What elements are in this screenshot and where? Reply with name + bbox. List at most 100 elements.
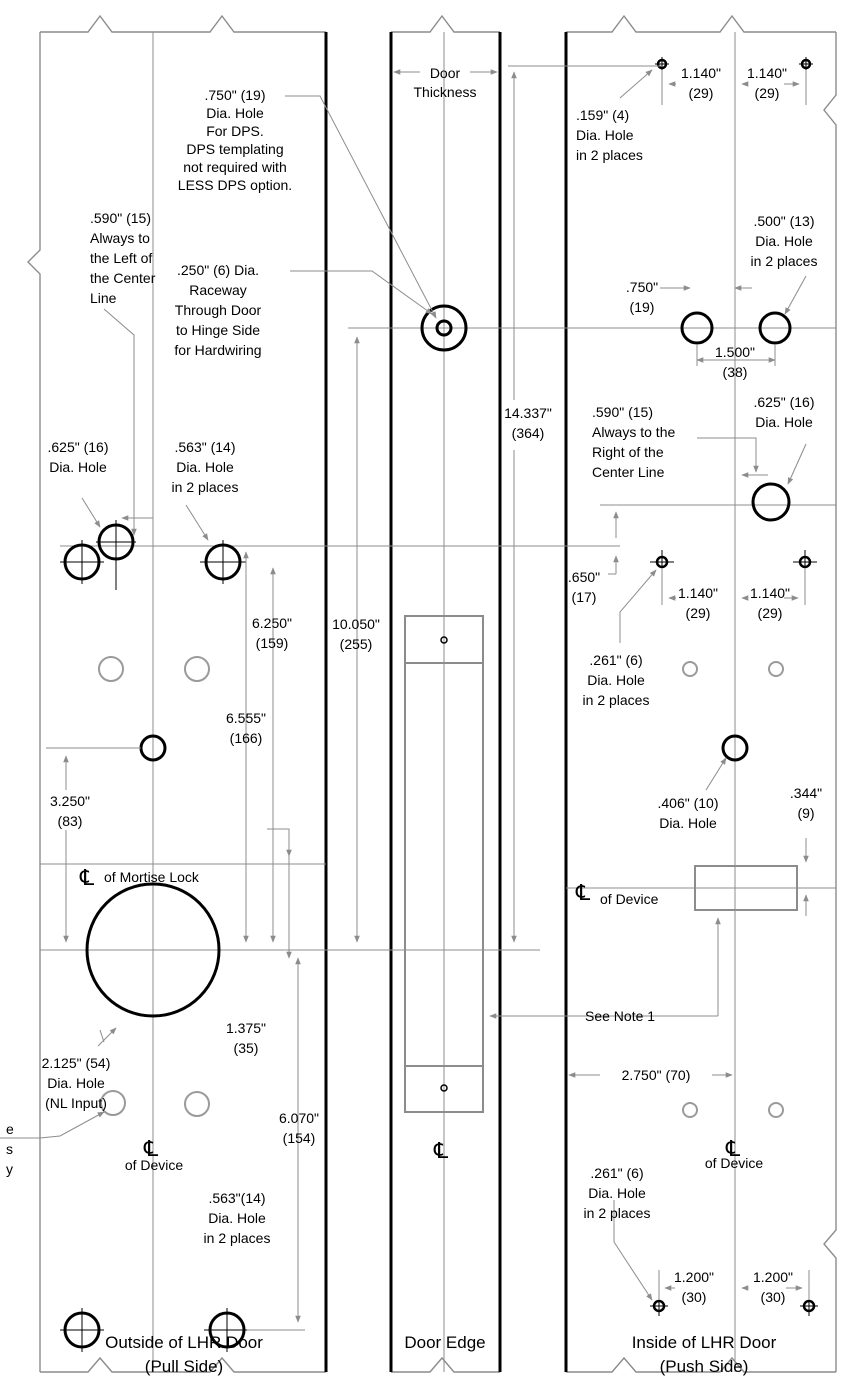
label-line: the Center bbox=[90, 270, 156, 286]
label-line: in 2 places bbox=[172, 479, 239, 495]
dim-1200-b-label: 1.200"(30) bbox=[753, 1269, 793, 1305]
cl-device-bottom-symbol: ℄ bbox=[725, 1136, 741, 1161]
label-line: Raceway bbox=[189, 282, 247, 298]
dim-1500-label: 1.500" (38) bbox=[715, 344, 755, 380]
dim-1140-mid-a-label: 1.140"(29) bbox=[678, 585, 718, 621]
dim-3250-label: 3.250"(83) bbox=[50, 793, 90, 829]
inside-406-hole bbox=[721, 734, 749, 762]
label-line: to Hinge Side bbox=[176, 322, 260, 338]
label-line: in 2 places bbox=[204, 1230, 271, 1246]
edge-title: Door Edge bbox=[404, 1333, 485, 1352]
label-line: (255) bbox=[340, 636, 373, 652]
label-line: Dia. Hole bbox=[588, 1185, 646, 1201]
dim-1140-top-a-label: 1.140"(29) bbox=[681, 65, 721, 101]
panel-captions: Outside of LHR Door (Pull Side) Door Edg… bbox=[105, 1333, 777, 1376]
outside-625-label: .625" (16)Dia. Hole bbox=[47, 439, 108, 475]
dim-1200-a-label: 1.200"(30) bbox=[674, 1269, 714, 1305]
label-line: (NL Input) bbox=[45, 1095, 107, 1111]
label-line: Always to bbox=[90, 230, 150, 246]
label-line: .261" (6) bbox=[590, 1165, 643, 1181]
label-line: e bbox=[6, 1121, 14, 1137]
label-line: Dia. Hole bbox=[206, 105, 264, 121]
inside-500-hole-right bbox=[758, 311, 792, 345]
dim-10050-label: 10.050"(255) bbox=[332, 616, 380, 652]
label-line: .261" (6) bbox=[589, 652, 642, 668]
label-line: in 2 places bbox=[584, 1205, 651, 1221]
dps-hole-outer bbox=[420, 304, 468, 352]
inside-title: Inside of LHR Door bbox=[632, 1333, 777, 1352]
label-line: in 2 places bbox=[751, 253, 818, 269]
label-line: .563" (14) bbox=[174, 439, 235, 455]
label-line: .650" bbox=[568, 569, 600, 585]
label-line: s bbox=[6, 1141, 13, 1157]
dim-750-label: .750"(19) bbox=[626, 279, 658, 315]
label-line: .590" (15) bbox=[90, 210, 151, 226]
label-line: Dia. Hole bbox=[755, 414, 813, 430]
label-line: 6.250" bbox=[252, 615, 292, 631]
label-line: Dia. Hole bbox=[755, 233, 813, 249]
hole-2125-label: 2.125" (54)Dia. Hole(NL Input) bbox=[42, 1055, 111, 1111]
label-line: (159) bbox=[256, 635, 289, 651]
edge-panel-outline bbox=[391, 14, 500, 1373]
label-line: .159" (4) bbox=[576, 107, 629, 123]
label-line: 6.070" bbox=[279, 1110, 319, 1126]
mortise-faceplate bbox=[404, 615, 484, 1113]
label-line: Right of the bbox=[592, 444, 664, 460]
inside-panel-outline bbox=[566, 14, 837, 1373]
dimension-lines bbox=[0, 65, 810, 1391]
label-line: (17) bbox=[572, 589, 597, 605]
label-line: .250" (6) Dia. bbox=[177, 262, 259, 278]
label-line: (364) bbox=[512, 425, 545, 441]
label-line: 1.140" bbox=[747, 65, 787, 81]
cl-device-bottom-label: of Device bbox=[705, 1155, 764, 1171]
dim-1375-label: 1.375"(35) bbox=[226, 1020, 266, 1056]
label-line: .750" (19) bbox=[204, 87, 265, 103]
dim-6070-label: 6.070" (154) bbox=[279, 1110, 319, 1146]
label-line: (19) bbox=[630, 299, 655, 315]
outside-panel-outline bbox=[27, 14, 326, 1373]
label-line: 1.200" bbox=[674, 1269, 714, 1285]
label-line: y bbox=[6, 1161, 13, 1177]
label-line: .406" (10) bbox=[657, 795, 718, 811]
label-line: (38) bbox=[723, 364, 748, 380]
cl-mortise-symbol: ℄ bbox=[79, 865, 95, 890]
label-line: DPS templating bbox=[186, 141, 283, 157]
label-line: 1.375" bbox=[226, 1020, 266, 1036]
label-line: (29) bbox=[758, 605, 783, 621]
outside-title: Outside of LHR Door bbox=[105, 1333, 263, 1352]
label-line: (83) bbox=[58, 813, 83, 829]
label-line: 1.140" bbox=[750, 585, 790, 601]
dim-2750-label: 2.750" (70) bbox=[622, 1067, 691, 1083]
outside-2125-hole bbox=[85, 882, 221, 1018]
label-line: Always to the bbox=[592, 424, 675, 440]
dim-6555-label: 6.555"(166) bbox=[226, 710, 266, 746]
inside-500-hole-left bbox=[680, 311, 714, 345]
label-line: (29) bbox=[755, 85, 780, 101]
cl-device-inside-symbol: ℄ bbox=[575, 880, 591, 905]
label-line: Dia. Hole bbox=[587, 672, 645, 688]
label-line: 1.500" bbox=[715, 344, 755, 360]
label-line: 1.200" bbox=[753, 1269, 793, 1285]
cl-device-outside-label: of Device bbox=[125, 1157, 184, 1173]
label-line: (29) bbox=[686, 605, 711, 621]
label-line: .625" (16) bbox=[753, 394, 814, 410]
label-line: (154) bbox=[283, 1130, 316, 1146]
label-line: Dia. Hole bbox=[659, 815, 717, 831]
left-offset-label: .590" (15) Always to the Left of the Center… bbox=[90, 210, 156, 306]
dim-650-label: .650" (17) bbox=[568, 569, 600, 605]
label-line: the Left of bbox=[90, 250, 152, 266]
dps-hole-inner bbox=[435, 319, 453, 337]
label-line: (29) bbox=[689, 85, 714, 101]
mortise-screw-holes bbox=[440, 636, 448, 1092]
